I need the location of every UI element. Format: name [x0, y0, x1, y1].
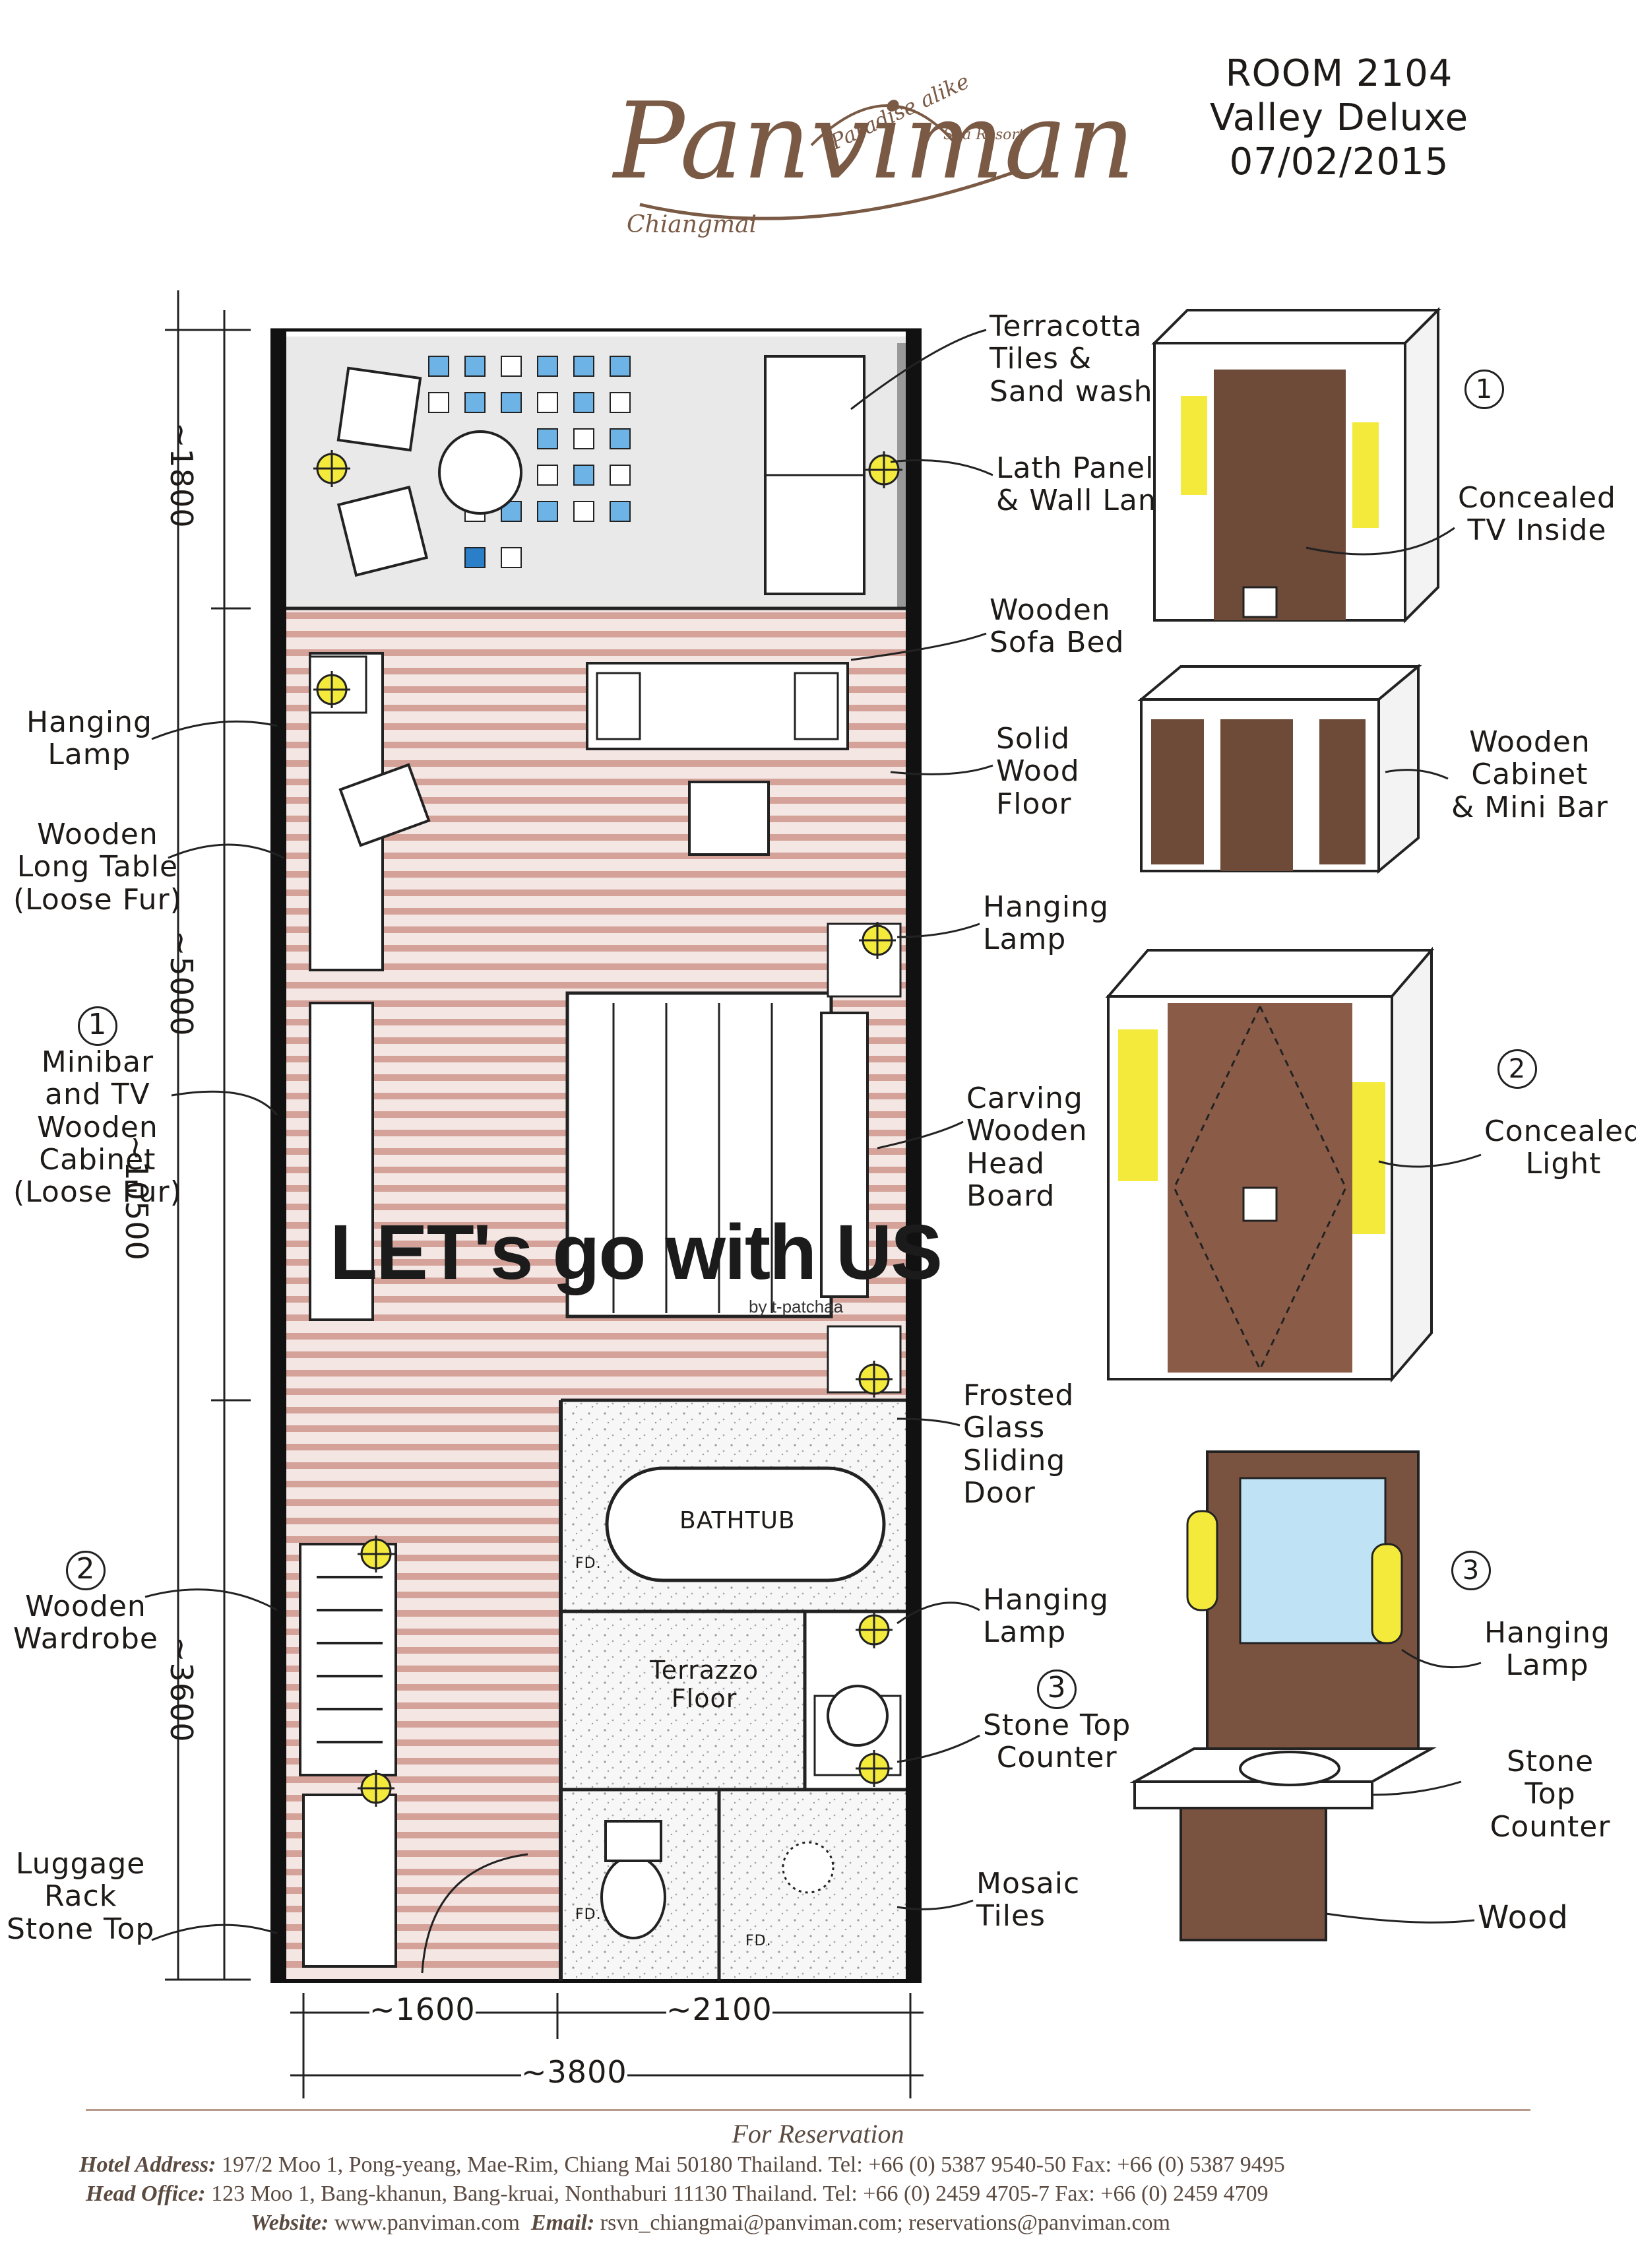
- floor-drain-label: FD.: [575, 1906, 602, 1923]
- footer-office: Head Office: 123 Moo 1, Bang-khanun, Ban…: [86, 2182, 1269, 2206]
- entry-door-swing: [421, 1853, 528, 1974]
- east-wall: [906, 329, 922, 1982]
- luggage-rack: [302, 1794, 397, 1968]
- detail-hanging-lamp: Hanging Lamp: [1484, 1616, 1610, 1683]
- callout-hanging-lamp: Hanging Lamp: [983, 890, 1109, 957]
- footer-heading: For Reservation: [732, 2119, 904, 2149]
- callout-number: 1: [77, 1006, 117, 1046]
- callout-number: 3: [1037, 1669, 1077, 1709]
- footer-contact: Website: www.panviman.com Email: rsvn_ch…: [251, 2211, 1170, 2235]
- detail-number: 2: [1497, 1049, 1537, 1089]
- bed: [565, 991, 833, 1318]
- plan-date: 07/02/2015: [1229, 141, 1449, 184]
- room-type: Valley Deluxe: [1209, 96, 1469, 140]
- callout-luggage-rack: Luggage Rack Stone Top: [7, 1847, 155, 1946]
- wooden-wardrobe: [299, 1543, 397, 1776]
- terrace-chair: [336, 366, 422, 452]
- dim-width-left: ~1600: [369, 1992, 476, 2027]
- callout-number: 2: [65, 1551, 106, 1590]
- detail-minibar-cabinet: Wooden Cabinet & Mini Bar: [1451, 725, 1608, 824]
- wash-basin: [827, 1685, 889, 1747]
- footer-divider: [86, 2109, 1530, 2111]
- detail-stone-top: Stone Top Counter: [1490, 1745, 1611, 1844]
- callout-wardrobe: 2 Wooden Wardrobe: [13, 1551, 158, 1656]
- email-link[interactable]: rsvn_chiangmai@panviman.com; reservation…: [600, 2211, 1170, 2235]
- bathtub-label: BATHTUB: [679, 1507, 796, 1534]
- terrazzo-label: Terrazzo Floor: [650, 1656, 759, 1713]
- wardrobe-sketch: [1105, 946, 1435, 1383]
- detail-concealed-light: Concealed Light: [1484, 1115, 1636, 1181]
- logo-swoosh: [639, 104, 1017, 220]
- minibar-tv-cabinet: [309, 1002, 374, 1321]
- detail-number: 3: [1451, 1551, 1491, 1590]
- lamp-icon: [856, 1750, 893, 1787]
- floor-drain-label: FD.: [575, 1555, 602, 1572]
- dim-total-width: ~3800: [521, 2054, 627, 2090]
- brand-spa: Spa Resort: [943, 127, 1024, 143]
- terrazzo-floor: [561, 1611, 805, 1790]
- brand-name: Panviman: [614, 79, 1135, 203]
- detail-wood: Wood: [1478, 1899, 1569, 1936]
- shower-head: [782, 1841, 834, 1894]
- callout-long-table: Wooden Long Table (Loose Fur): [13, 818, 182, 917]
- dimension-lines: [165, 290, 924, 2098]
- room-number: ROOM 2104: [1225, 52, 1453, 95]
- room-info: ROOM 2104 Valley Deluxe 07/02/2015: [1201, 51, 1478, 185]
- brand-city: Chiangmai: [627, 211, 757, 238]
- callout-mosaic-tiles: Mosaic Tiles: [976, 1867, 1081, 1933]
- lamp-icon: [856, 1361, 893, 1398]
- detail-number: 1: [1464, 370, 1504, 409]
- lamp-icon: [358, 1770, 394, 1807]
- watermark-title: LET's go with US: [330, 1209, 943, 1296]
- lamp-icon: [859, 922, 896, 959]
- lamp-icon: [358, 1536, 394, 1572]
- callout-terracotta: Terracotta Tiles & Sand wash: [990, 309, 1153, 408]
- callout-sofa-bed: Wooden Sofa Bed: [990, 593, 1125, 660]
- west-wall: [270, 329, 286, 1982]
- floor-drain-label: FD.: [745, 1933, 772, 1949]
- dim-width-right: ~2100: [666, 1992, 772, 2027]
- vanity-sketch: [1129, 1450, 1437, 1941]
- brand-logo: Panviman Paradise alike Chiangmai Spa Re…: [614, 69, 1135, 244]
- callout-headboard: Carving Wooden Head Board: [966, 1082, 1088, 1213]
- website-link[interactable]: www.panviman.com: [334, 2211, 520, 2235]
- coffee-table: [688, 781, 770, 856]
- watermark-byline: by t-patchaa: [749, 1297, 844, 1316]
- callout-stone-top-counter: 3 Stone Top Counter: [983, 1669, 1131, 1775]
- lamp-icon: [313, 450, 350, 487]
- minibar-cabinet-sketch: [1137, 663, 1422, 874]
- desk-chair: [338, 763, 431, 847]
- footer-address: Hotel Address: 197/2 Moo 1, Pong-yeang, …: [79, 2153, 1285, 2177]
- callout-sliding-door: Frosted Glass Sliding Door: [963, 1378, 1075, 1510]
- callout-hanging-lamp: Hanging Lamp: [26, 705, 152, 772]
- callout-hanging-lamp: Hanging Lamp: [983, 1583, 1109, 1650]
- terrace-round-table: [438, 430, 522, 515]
- lamp-icon: [856, 1611, 893, 1648]
- carving-headboard: [820, 1012, 869, 1298]
- callout-minibar: 1 Minibar and TV Wooden Cabinet (Loose F…: [13, 1006, 182, 1210]
- bathtub: [605, 1466, 886, 1582]
- lamp-icon: [313, 671, 350, 708]
- callout-solid-wood-floor: Solid Wood Floor: [996, 722, 1080, 821]
- terrace-chair: [336, 485, 429, 577]
- detail-concealed-tv: Concealed TV Inside: [1458, 481, 1616, 548]
